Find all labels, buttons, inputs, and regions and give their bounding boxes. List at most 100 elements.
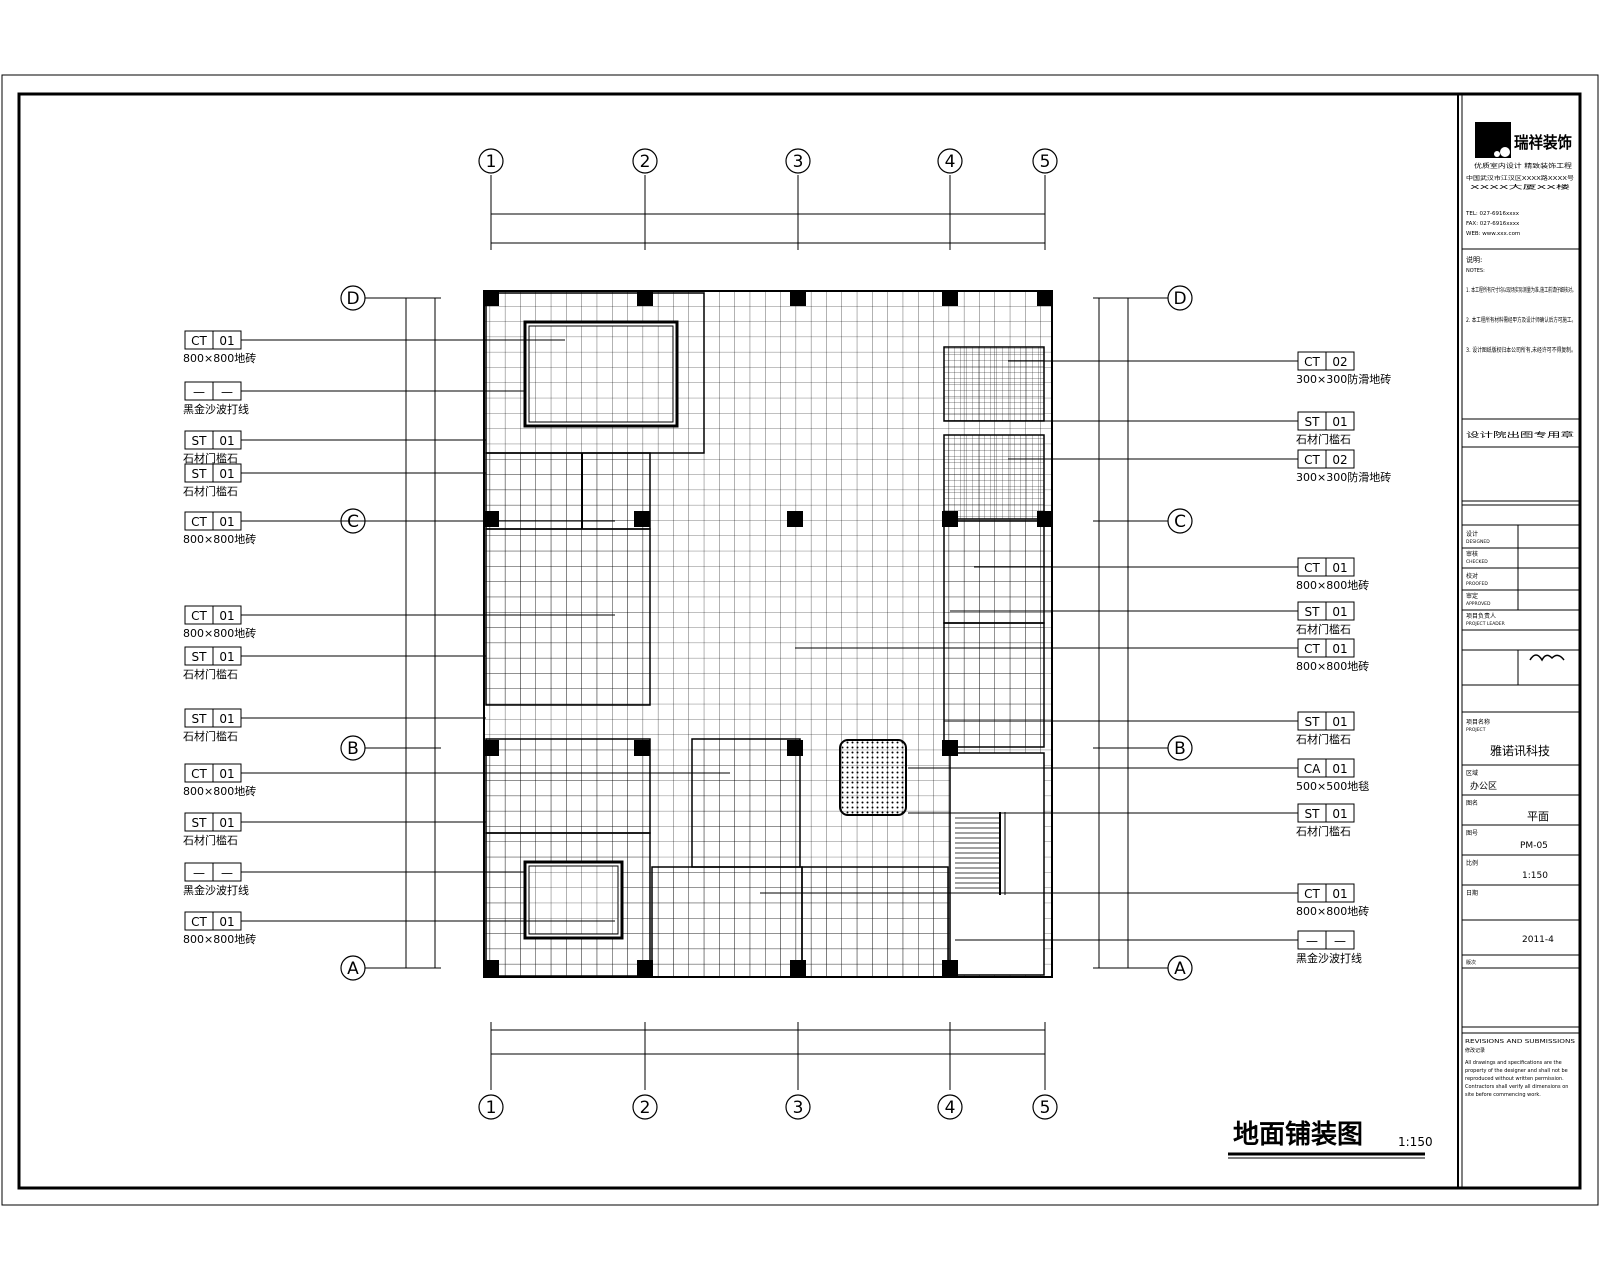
room-center-1: [691, 738, 801, 868]
tb-row-label: 审核: [1466, 550, 1478, 558]
company-address-2: XXXX大厦XX楼: [1470, 183, 1571, 191]
tag-number: 01: [1332, 762, 1347, 776]
column: [634, 511, 650, 527]
tag-code: ST: [1305, 715, 1321, 729]
grid-label: 3: [793, 152, 804, 172]
area-label: 区域: [1466, 769, 1478, 777]
tag-code: ST: [1305, 807, 1321, 821]
material-tag-right-10: ——黑金沙波打线: [955, 930, 1362, 965]
material-tag-right-6: ST 01 石材门槛石: [944, 711, 1355, 746]
grid-bubble-right-C: C: [1167, 508, 1193, 534]
grid-label: A: [1174, 959, 1186, 979]
column: [483, 740, 499, 756]
tb-row-label-en: CHECKED: [1466, 559, 1488, 565]
grid-bubble-bottom-5: 5: [1032, 1094, 1058, 1120]
tag-code: CT: [1304, 355, 1320, 369]
tb-row-label: 项目负责人: [1466, 612, 1496, 620]
tag-number: 01: [219, 767, 234, 781]
note-item: 2. 本工程所有材料需经甲方及设计师确认后方可施工。: [1466, 316, 1576, 324]
stamp-label: 设计院出图专用章: [1466, 430, 1574, 439]
floor-plan: [483, 290, 1053, 978]
tag-code: CT: [1304, 561, 1320, 575]
scale-value: 1:150: [1522, 871, 1548, 881]
tag-code: —: [193, 385, 205, 399]
tag-number: 01: [1332, 807, 1347, 821]
drawing-no: PM-05: [1520, 841, 1548, 851]
tag-description: 石材门槛石: [183, 833, 238, 847]
note-item: 3. 设计图纸版权归本公司所有,未经许可不得复制。: [1466, 346, 1576, 354]
tb-row-label-en: PROOFED: [1466, 581, 1488, 587]
note-item: 1. 本工程所有尺寸均以现场实际测量为准,施工前请仔细核对。: [1466, 286, 1576, 294]
tag-description: 300×300防滑地砖: [1296, 470, 1391, 484]
tag-description: 800×800地砖: [183, 626, 256, 640]
drawing-scale: 1:150: [1398, 1135, 1433, 1149]
column: [483, 290, 499, 306]
tag-code: ST: [192, 816, 208, 830]
tag-number: 02: [1332, 453, 1347, 467]
tag-number: 01: [219, 515, 234, 529]
column: [942, 290, 958, 306]
tag-code: ST: [1305, 415, 1321, 429]
room-right-1: [943, 520, 1045, 624]
area-name: 办公区: [1470, 780, 1497, 792]
tag-code: CT: [1304, 642, 1320, 656]
grid-label: 2: [640, 1098, 651, 1118]
revisions-title: REVISIONS AND SUBMISSIONS: [1465, 1039, 1576, 1045]
tag-code: ST: [192, 650, 208, 664]
notes-list: 1. 本工程所有尺寸均以现场实际测量为准,施工前请仔细核对。 2. 本工程所有材料…: [1466, 286, 1576, 354]
column: [942, 740, 958, 756]
date-label: 日期: [1466, 889, 1478, 897]
company-address-1: 中国武汉市江汉区XXXX路XXXX号: [1466, 174, 1575, 182]
drawing-no-label: 图号: [1466, 830, 1478, 837]
company-fax: FAX: 027-6916xxxx: [1466, 221, 1520, 227]
column: [634, 740, 650, 756]
tag-number: 01: [1332, 715, 1347, 729]
tag-code: CT: [1304, 887, 1320, 901]
grid-bubble-left-B: B: [340, 735, 366, 761]
tag-description: 800×800地砖: [1296, 578, 1369, 592]
tag-number: 01: [219, 712, 234, 726]
room-left-3: [485, 738, 651, 834]
room-right-2: [943, 622, 1045, 748]
title-block-rows: 设计DESIGNED审核CHECKED校对PROOFED审定APPROVED项目…: [1466, 530, 1505, 627]
grid-label: C: [1174, 512, 1186, 532]
tag-number: 01: [1332, 415, 1347, 429]
grid-bubble-right-B: B: [1167, 735, 1193, 761]
tag-description: 500×500地毯: [1296, 779, 1369, 793]
tag-description: 黑金沙波打线: [183, 402, 249, 416]
grid-label: 1: [486, 1098, 497, 1118]
tag-number: 01: [219, 915, 234, 929]
column: [1037, 290, 1053, 306]
revisions-line: site before commencing work.: [1465, 1092, 1541, 1098]
tag-code: CT: [1304, 453, 1320, 467]
grid-bubble-left-D: D: [340, 285, 366, 311]
tag-description: 石材门槛石: [1296, 432, 1351, 446]
tag-description: 800×800地砖: [1296, 659, 1369, 673]
tag-code: ST: [1305, 605, 1321, 619]
company-tel: TEL: 027-6916xxxx: [1465, 211, 1520, 217]
project-label-en: PROJECT: [1466, 727, 1486, 733]
tag-code: —: [1306, 934, 1318, 948]
column: [483, 511, 499, 527]
tag-description: 石材门槛石: [183, 667, 238, 681]
company-tagline: 优质室内设计 精致装饰工程: [1474, 162, 1572, 170]
grid-label: 4: [945, 1098, 956, 1118]
material-tag-right-1: ST 01 石材门槛石: [962, 411, 1355, 446]
tag-description: 石材门槛石: [1296, 732, 1351, 746]
tag-code: ST: [192, 467, 208, 481]
tag-number: 02: [1332, 355, 1347, 369]
tag-description: 800×800地砖: [183, 351, 256, 365]
tb-row-label: 校对: [1466, 572, 1478, 580]
tag-code: ST: [192, 712, 208, 726]
tag-description: 黑金沙波打线: [1296, 951, 1362, 965]
tag-number: 01: [219, 434, 234, 448]
revisions-line: property of the designer and shall not b…: [1465, 1068, 1568, 1074]
